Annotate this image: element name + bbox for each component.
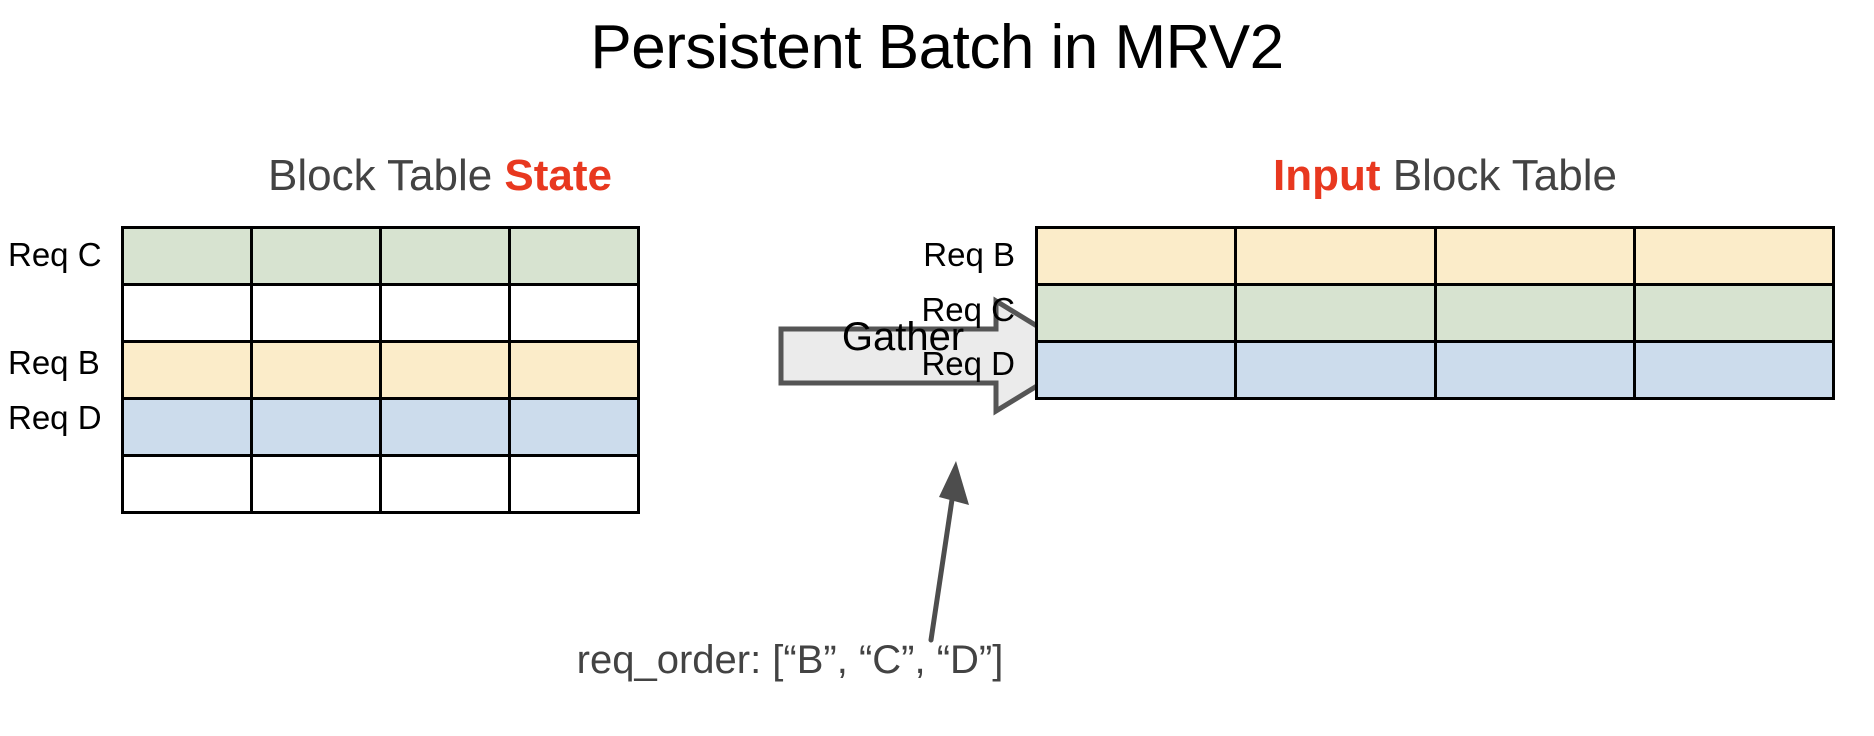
state-cell — [250, 397, 382, 457]
input-cell — [1034, 340, 1238, 400]
state-cell — [250, 226, 382, 286]
input-cell — [1034, 283, 1238, 343]
input-cell — [1433, 226, 1636, 286]
state-cell — [508, 397, 640, 457]
input-cell — [1234, 226, 1437, 286]
state-cell — [250, 283, 382, 343]
heading-right-suffix: Block Table — [1380, 151, 1617, 200]
table-row — [121, 226, 640, 286]
input-block-table-grid — [1034, 226, 1836, 400]
table-row — [121, 283, 640, 343]
state-cell — [508, 454, 640, 514]
table-row — [1034, 283, 1836, 343]
input-cell — [1632, 226, 1836, 286]
input-cell — [1632, 340, 1836, 400]
block-table-state-heading: Block Table State — [120, 151, 760, 200]
input-row-label-req-c: Req C — [921, 291, 1015, 328]
state-cell — [508, 226, 640, 286]
state-cell — [379, 283, 511, 343]
state-row-label-req-d: Req D — [8, 399, 102, 436]
input-row-label-req-d: Req D — [921, 345, 1015, 382]
state-cell — [121, 454, 253, 514]
state-row-label-req-c: Req C — [8, 236, 102, 273]
input-cell — [1234, 340, 1437, 400]
state-row-label-req-b: Req B — [8, 344, 100, 381]
input-cell — [1632, 283, 1836, 343]
input-cell — [1433, 340, 1636, 400]
input-cell — [1433, 283, 1636, 343]
callout-arrow-icon — [928, 461, 969, 643]
table-row — [121, 397, 640, 457]
state-cell — [508, 340, 640, 400]
table-row — [1034, 340, 1836, 400]
state-cell — [250, 340, 382, 400]
state-cell — [250, 454, 382, 514]
state-cell — [121, 226, 253, 286]
heading-left-accent: State — [504, 151, 613, 200]
block-table-state-grid — [121, 226, 640, 514]
state-cell — [379, 226, 511, 286]
input-row-label-req-b: Req B — [923, 236, 1015, 273]
page-title: Persistent Batch in MRV2 — [590, 13, 1284, 82]
heading-left-prefix: Block Table — [267, 151, 505, 200]
table-row — [1034, 226, 1836, 286]
table-row — [121, 454, 640, 514]
table-row — [121, 340, 640, 400]
state-cell — [121, 397, 253, 457]
state-cell — [379, 340, 511, 400]
state-cell — [121, 340, 253, 400]
state-cell — [379, 397, 511, 457]
state-cell — [121, 283, 253, 343]
heading-right-accent: Input — [1273, 151, 1381, 200]
input-cell — [1034, 226, 1238, 286]
input-block-table-heading: Input Block Table — [1060, 151, 1830, 200]
input-cell — [1234, 283, 1437, 343]
state-cell — [508, 283, 640, 343]
state-cell — [379, 454, 511, 514]
req-order-caption: req_order: [“B”, “C”, “D”] — [576, 638, 1004, 682]
